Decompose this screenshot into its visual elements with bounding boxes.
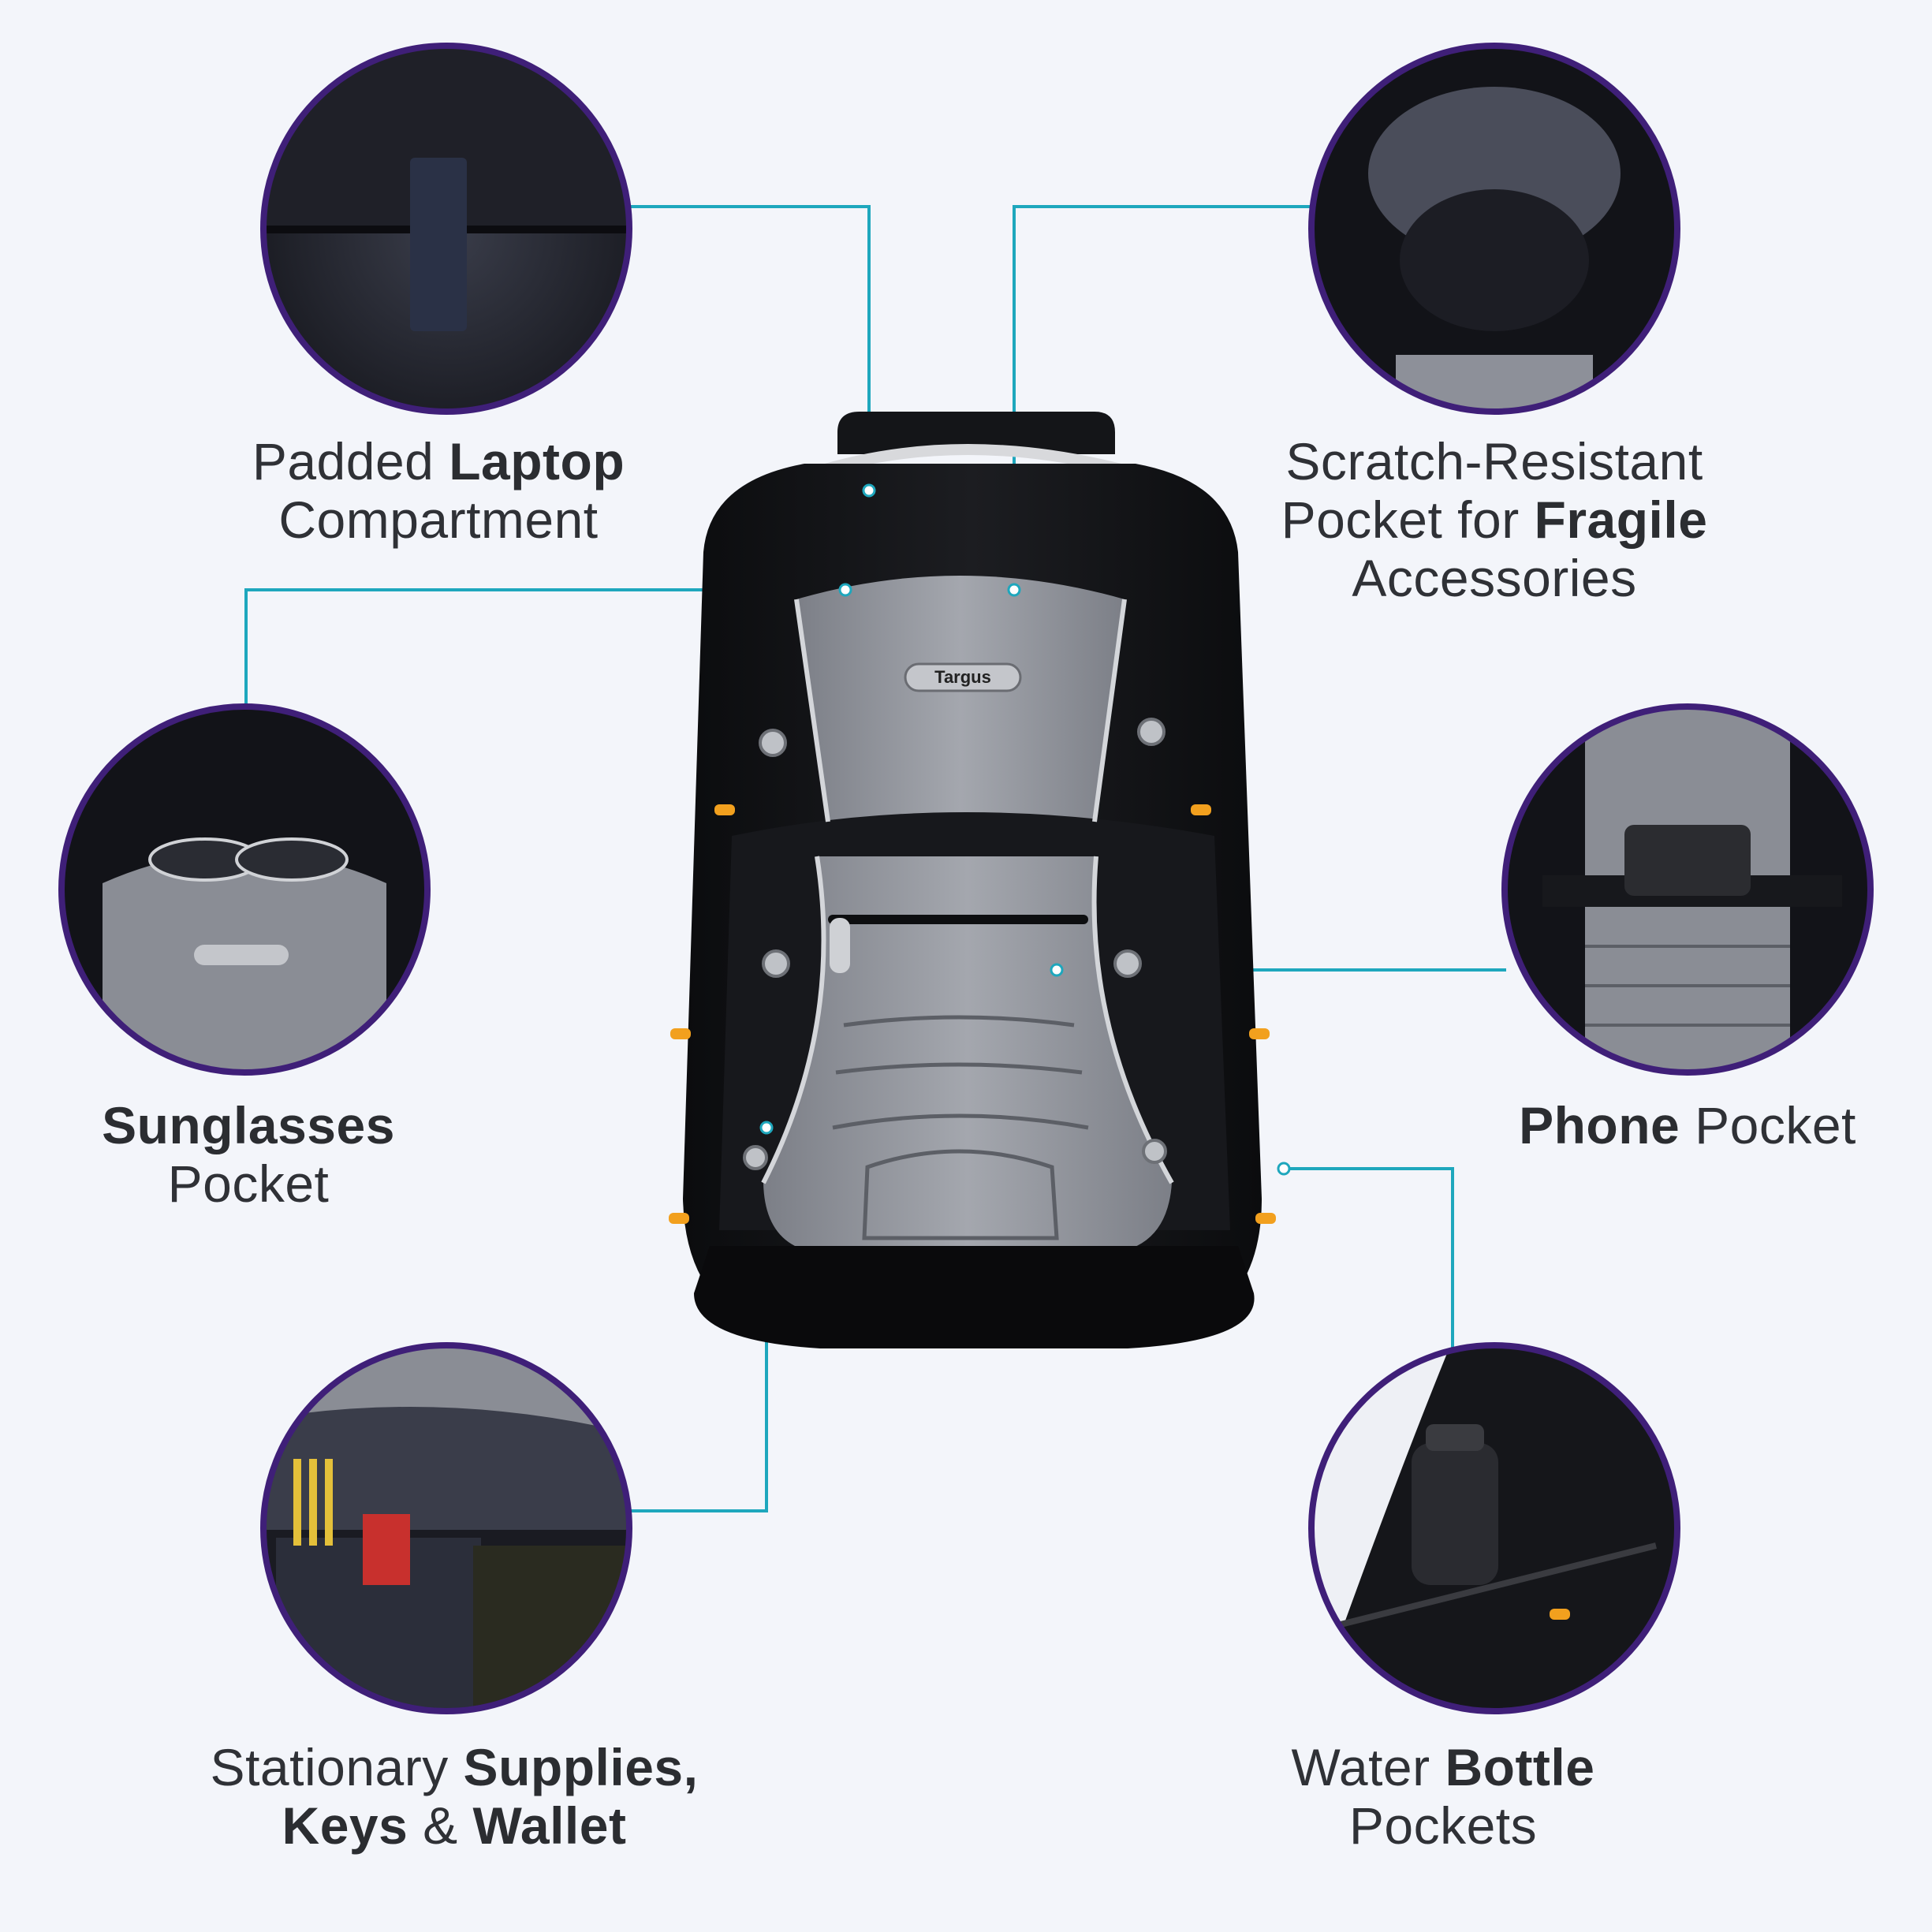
feature-label-phone: Phone Pocket bbox=[1483, 1096, 1893, 1154]
callout-line-bottle bbox=[1284, 1167, 1454, 1348]
feature-label-text: Pocket bbox=[1680, 1096, 1856, 1154]
feature-label-bold-text: Sunglasses bbox=[102, 1096, 395, 1154]
feature-label-bold-text: Fragile bbox=[1534, 490, 1708, 549]
backpack-illustration: Targus bbox=[669, 412, 1291, 1348]
feature-label-text: Pocket for bbox=[1281, 490, 1535, 549]
callout-line-fragile bbox=[1013, 205, 1311, 590]
detail-circle-bottle bbox=[1308, 1342, 1680, 1714]
callout-line-sunglasses bbox=[244, 588, 845, 708]
feature-label-line: Phone Pocket bbox=[1483, 1096, 1893, 1154]
feature-label-line: Pocket bbox=[87, 1154, 410, 1213]
feature-label-bold-text: Laptop bbox=[449, 432, 625, 490]
feature-label-bold-text: Supplies, bbox=[463, 1738, 699, 1796]
feature-label-line: Accessories bbox=[1246, 549, 1743, 607]
feature-label-line: Keys & Wallet bbox=[186, 1796, 722, 1855]
detail-circle-phone bbox=[1501, 703, 1874, 1076]
feature-label-text: Pockets bbox=[1348, 1796, 1538, 1855]
feature-label-bold-text: Keys bbox=[282, 1796, 408, 1855]
feature-label-line: Pocket for Fragile bbox=[1246, 490, 1743, 549]
feature-label-text: Accessories bbox=[1352, 549, 1637, 607]
feature-label-text: & bbox=[408, 1796, 473, 1855]
feature-label-stationary: Stationary Supplies,Keys & Wallet bbox=[186, 1738, 722, 1855]
detail-circle-stationary bbox=[260, 1342, 632, 1714]
brand-label: Targus bbox=[934, 667, 991, 687]
feature-label-line: Scratch-Resistant bbox=[1246, 432, 1743, 490]
detail-circle-fragile bbox=[1308, 43, 1680, 415]
feature-label-line: Pockets bbox=[1246, 1796, 1640, 1855]
feature-label-bold-text: Phone bbox=[1519, 1096, 1680, 1154]
feature-label-line: Water Bottle bbox=[1246, 1738, 1640, 1796]
feature-label-text: Compartment bbox=[278, 490, 599, 549]
feature-label-line: Sunglasses bbox=[87, 1096, 410, 1154]
feature-label-text: Pocket bbox=[167, 1154, 330, 1213]
feature-label-bold-text: Wallet bbox=[472, 1796, 627, 1855]
feature-label-text: Stationary bbox=[210, 1738, 464, 1796]
feature-label-line: Stationary Supplies, bbox=[186, 1738, 722, 1796]
detail-circle-laptop bbox=[260, 43, 632, 415]
feature-label-line: Padded Laptop bbox=[233, 432, 643, 490]
feature-label-bold-text: Bottle bbox=[1445, 1738, 1595, 1796]
feature-label-text: Water bbox=[1291, 1738, 1445, 1796]
feature-label-line: Compartment bbox=[233, 490, 643, 549]
feature-label-text: Scratch-Resistant bbox=[1285, 432, 1703, 490]
callout-line-laptop bbox=[631, 205, 871, 490]
detail-circle-sunglasses bbox=[58, 703, 431, 1076]
feature-label-text: Padded bbox=[252, 432, 449, 490]
